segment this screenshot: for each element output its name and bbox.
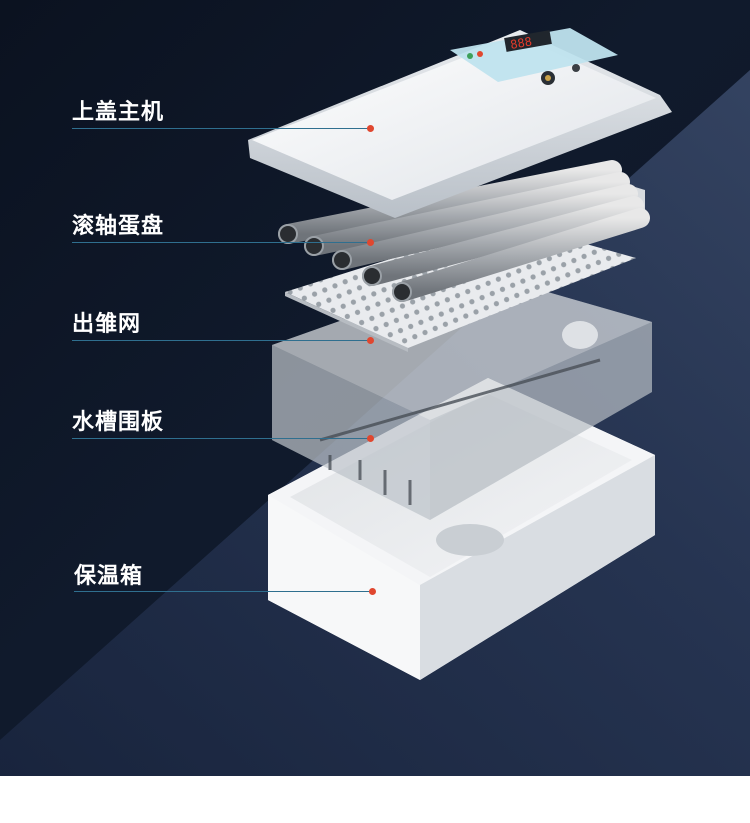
marker-top-lid bbox=[367, 125, 374, 132]
marker-hatching-net bbox=[367, 337, 374, 344]
leader-top-lid bbox=[72, 128, 370, 129]
leader-insulation-box bbox=[74, 591, 372, 592]
marker-insulation-box bbox=[369, 588, 376, 595]
leader-roller-tray bbox=[72, 242, 370, 243]
product-exploded-view: 888 上盖主机 滚轴蛋盘 出雏网 水槽围板 保温箱 bbox=[0, 0, 750, 776]
marker-water-tank bbox=[367, 435, 374, 442]
label-insulation-box: 保温箱 bbox=[74, 558, 143, 590]
label-water-tank: 水槽围板 bbox=[72, 404, 164, 436]
leader-hatching-net bbox=[72, 340, 370, 341]
label-top-lid: 上盖主机 bbox=[72, 94, 164, 126]
marker-roller-tray bbox=[367, 239, 374, 246]
leader-water-tank bbox=[72, 438, 370, 439]
label-hatching-net: 出雏网 bbox=[72, 306, 141, 338]
label-roller-tray: 滚轴蛋盘 bbox=[72, 208, 164, 240]
bottom-white-band bbox=[0, 776, 750, 823]
